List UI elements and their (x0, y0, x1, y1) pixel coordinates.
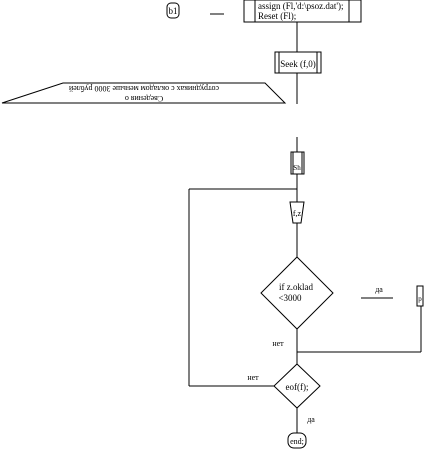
end-block-shape (287, 432, 307, 449)
init-block-line2: Reset (Fl); (258, 11, 296, 21)
output-block-label: p (418, 295, 422, 303)
eof-no-label: нет (247, 373, 259, 382)
connector-b1-shape (166, 2, 180, 19)
condition-line1: if z.oklad (279, 282, 313, 292)
seek-block-shape (274, 51, 322, 74)
condition-no-label: нет (272, 339, 284, 348)
read-block-shape (289, 201, 305, 224)
end-block-label: end; (290, 437, 304, 446)
connector-b1-label: b1 (169, 6, 178, 16)
seek-block-label: Seek (f,0) (280, 59, 316, 69)
output-header-line1: Сведения о (125, 94, 163, 103)
eof-yes-label: да (307, 415, 315, 424)
init-block-shape (243, 0, 362, 23)
output-header-line2: сотрудниках с окладом меньше 3000 рублей (68, 84, 219, 93)
output-block-shape (416, 285, 424, 307)
output-header-shape (1, 82, 287, 104)
read-block-label: f,z (293, 209, 302, 218)
init-block-line1: assign (Fl,'d:\psoz.dat'); (258, 1, 344, 11)
condition-yes-label: да (375, 285, 383, 294)
condition-line2: <3000 (278, 293, 302, 303)
eof-check-label: eof(f); (286, 382, 309, 392)
loop-start-label: Sh (293, 164, 301, 172)
